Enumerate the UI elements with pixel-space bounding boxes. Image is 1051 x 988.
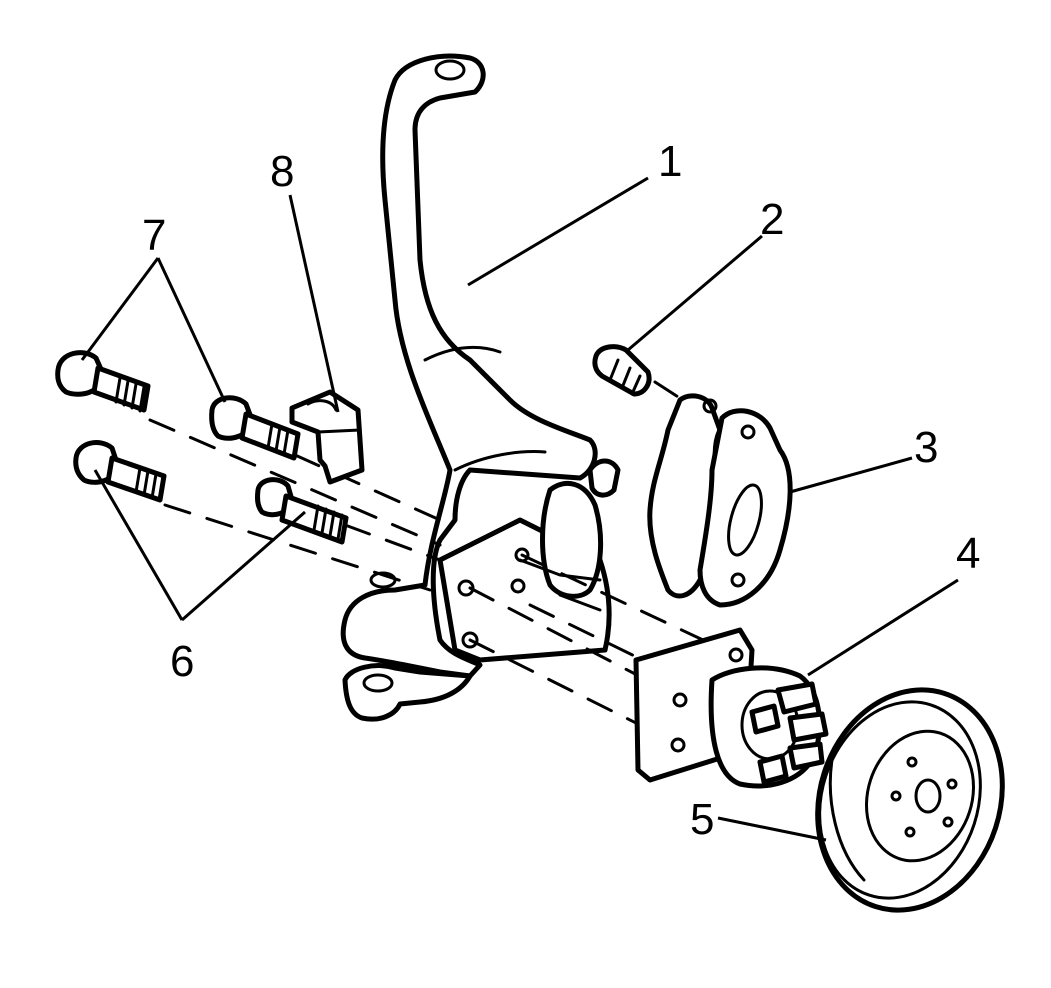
steering-knuckle: [340, 53, 621, 722]
leader-lines: [80, 176, 959, 842]
hub-bearing-4: [633, 627, 829, 789]
bracket-8: [289, 389, 365, 485]
callout-7: 7: [142, 211, 166, 260]
callout-4: 4: [956, 529, 980, 578]
callout-1: 1: [658, 137, 682, 186]
callouts: 1 2 3 4 5 6 7 8: [142, 137, 980, 844]
callout-6: 6: [170, 637, 194, 686]
bolt-7-upper-right: [209, 395, 301, 461]
callout-2: 2: [760, 195, 784, 244]
dust-shield-3: [647, 393, 793, 608]
callout-5: 5: [690, 795, 714, 844]
bolt-6-lower-left: [73, 440, 167, 503]
bolt-6-lower-right: [255, 477, 349, 545]
wheel-speed-sensor-2: [592, 344, 652, 397]
callout-3: 3: [914, 423, 938, 472]
callout-8: 8: [270, 147, 294, 196]
bolt-7-upper-left: [55, 350, 151, 413]
brake-rotor-5: [815, 687, 1005, 913]
